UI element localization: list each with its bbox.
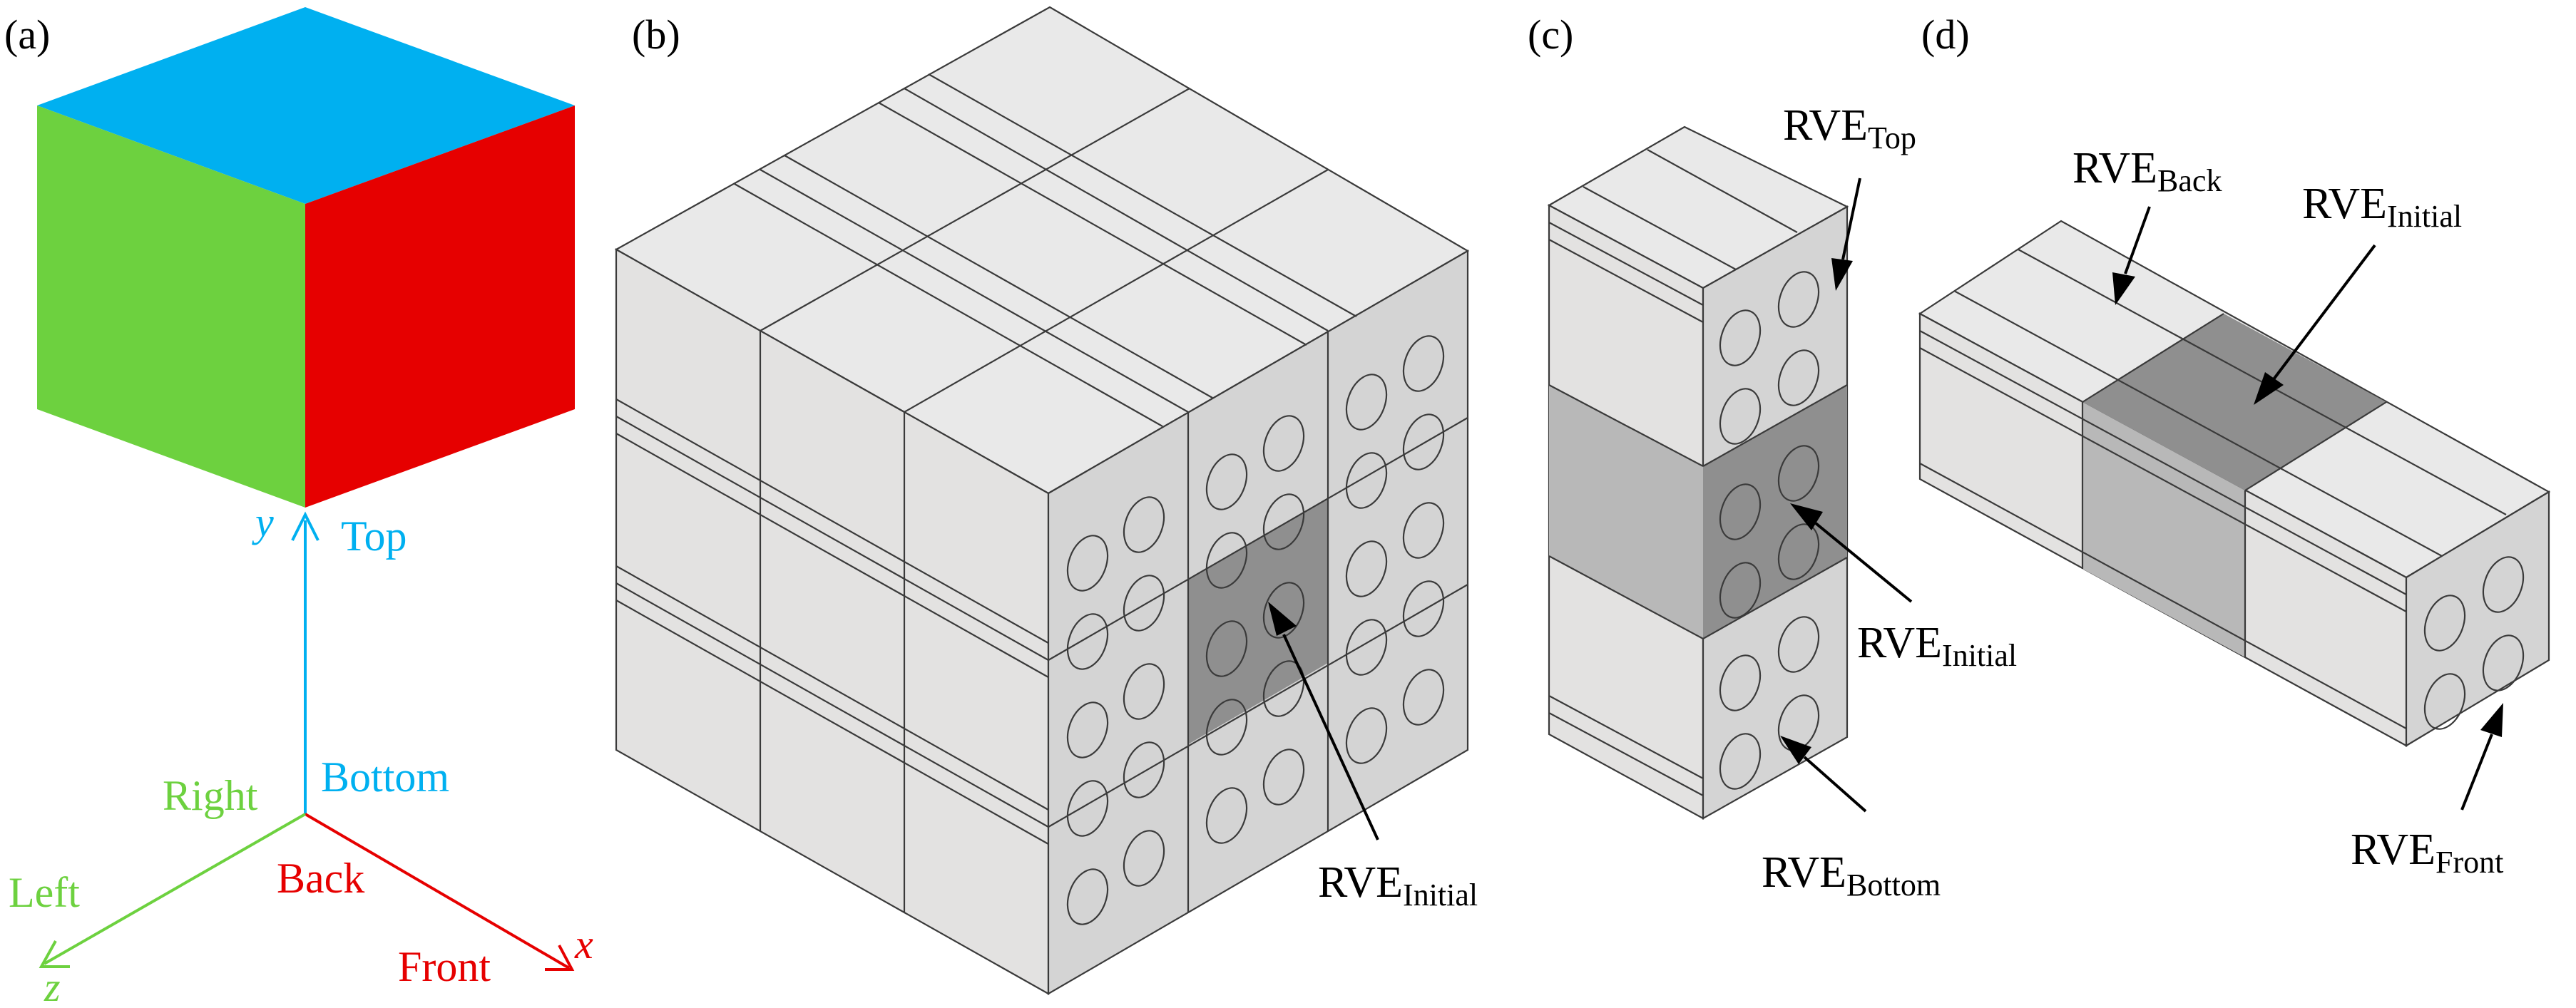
column-top-rve-label: RVETop <box>1783 101 1916 155</box>
rve-initial-subscript: Initial <box>2387 199 2462 234</box>
column-fibers <box>1719 271 1820 790</box>
rve-base-text: RVE <box>2302 180 2387 228</box>
row-initial-pointer-head <box>2254 372 2284 405</box>
x-axis-variable: x <box>574 921 593 967</box>
right-label: Right <box>163 772 258 819</box>
back-label: Back <box>277 855 364 902</box>
column-bottom-pointer-line <box>1803 756 1867 813</box>
rve-base-text: RVE <box>1318 858 1403 907</box>
row-front-pointer-head <box>2480 703 2503 737</box>
row-initial-pointer-line <box>2272 244 2376 381</box>
row-back-pointer-head <box>2112 272 2135 305</box>
rve-assembly-3x3x3: RVEInitial <box>614 6 1478 995</box>
left-label: Left <box>9 869 80 916</box>
x-axis-arrowhead <box>545 945 575 971</box>
cube-right-face <box>305 106 575 508</box>
column-bottom-rve-label: RVEBottom <box>1762 848 1941 902</box>
column-initial-rve-label: RVEInitial <box>1857 619 2017 673</box>
rve-initial-subscript: Initial <box>1942 638 2017 673</box>
row-front-rve-label: RVEFront <box>2351 826 2503 880</box>
rve-column-y: RVETop RVEInitial RVEBottom <box>1547 101 2017 902</box>
column-initial-band-left <box>1549 385 1703 639</box>
column-top-pointer-head <box>1831 258 1853 291</box>
assembly-grid-lines <box>615 73 1468 912</box>
column-bottom-pointer-head <box>1780 736 1811 764</box>
column-initial-pointer-line <box>1814 522 1913 603</box>
rve-row-x: RVEBack RVEInitial RVEFront <box>1918 144 2551 880</box>
cube-left-face <box>37 106 305 508</box>
rve-top-subscript: Top <box>1868 120 1916 155</box>
rve-front-subscript: Front <box>2436 845 2503 880</box>
y-axis-arrowhead <box>291 511 320 541</box>
row-back-rve-label: RVEBack <box>2072 144 2222 198</box>
cube-top-face <box>37 7 575 204</box>
row-grid-lines <box>1919 249 2507 729</box>
rve-initial-subscript: Initial <box>1403 878 1478 912</box>
rve-bottom-subscript: Bottom <box>1846 868 1941 902</box>
row-initial-band-left <box>2082 402 2245 657</box>
initial-rve-pointer-line <box>1282 634 1379 840</box>
initial-rve-pointer-head <box>1268 602 1297 636</box>
rve-base-text: RVE <box>2072 144 2157 192</box>
y-axis-variable: y <box>252 499 274 545</box>
z-axis-arrowhead <box>39 940 70 968</box>
x-axis-line <box>304 813 571 970</box>
row-right-face <box>2405 490 2550 747</box>
rve-base-text: RVE <box>1783 101 1868 150</box>
rve-base-text: RVE <box>1857 619 1942 667</box>
rve-back-subscript: Back <box>2157 163 2222 198</box>
row-fibers <box>2423 556 2525 730</box>
top-label: Top <box>341 513 407 560</box>
row-back-pointer-line <box>2124 206 2151 274</box>
panel-label-d: (d) <box>1921 11 1970 58</box>
column-initial-pointer-head <box>1790 503 1823 530</box>
front-label: Front <box>398 943 491 990</box>
panel-label-c: (c) <box>1528 11 1573 58</box>
panel-label-a: (a) <box>4 11 50 58</box>
assembly-initial-rve-label: RVEInitial <box>1318 858 1478 912</box>
panel-label-b: (b) <box>632 11 680 58</box>
rve-base-text: RVE <box>2351 826 2436 874</box>
rve-base-text: RVE <box>1762 848 1846 897</box>
row-front-pointer-line <box>2460 734 2493 811</box>
column-grid-lines <box>1548 149 1848 796</box>
assembly-fibers <box>1066 335 1445 925</box>
row-initial-band-top <box>2082 314 2386 490</box>
bottom-label: Bottom <box>321 754 449 801</box>
coordinate-axes: y Top Bottom Right Left z Back Front x <box>9 499 593 1008</box>
z-axis-line <box>44 813 306 965</box>
z-axis-variable: z <box>44 964 61 1008</box>
column-top-pointer-line <box>1841 178 1861 260</box>
row-initial-rve-label: RVEInitial <box>2302 180 2462 234</box>
colored-cube <box>37 7 575 508</box>
